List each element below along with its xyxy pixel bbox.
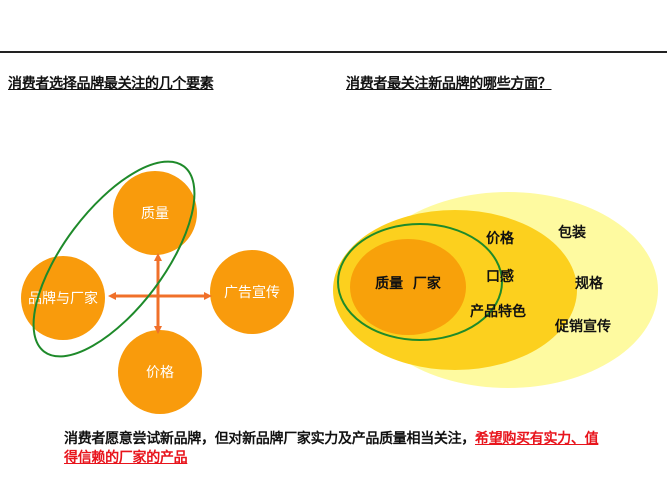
summary-text: 消费者愿意尝试新品牌，但对新品牌厂家实力及产品质量相当关注，希望购买有实力、值得… [64, 430, 604, 468]
highlight-ellipse [32, 160, 196, 358]
inner-ellipse [350, 239, 466, 335]
node-advertising-label: 广告宣传 [224, 285, 280, 301]
highlight-ellipse [337, 223, 503, 341]
outer-item-spec: 规格 [575, 275, 604, 292]
middle-item-price: 价格 [486, 230, 515, 247]
right-concern-diagram: 质量 厂家 价格 口感 产品特色 包装 规格 促销宣传 [333, 192, 658, 388]
outer-item-packaging: 包装 [558, 224, 587, 241]
node-quality [113, 171, 197, 255]
summary-body: 消费者愿意尝试新品牌，但对新品牌厂家实力及产品质量相当关注， [64, 431, 475, 447]
summary-highlight: 希望购买有实力、值得信赖的厂家的产品 [64, 431, 599, 466]
node-quality-label: 质量 [141, 206, 169, 222]
outer-item-promotion: 促销宣传 [554, 318, 611, 335]
middle-item-taste: 口感 [486, 268, 514, 285]
left-factor-diagram: 质量 品牌与厂家 广告宣传 价格 [21, 160, 294, 414]
left-panel-title: 消费者选择品牌最关注的几个要素 [8, 76, 214, 92]
inner-label: 质量 厂家 [375, 275, 442, 292]
node-price [118, 330, 202, 414]
node-brand [21, 256, 105, 340]
node-price-label: 价格 [146, 365, 174, 381]
right-panel-title: 消费者最关注新品牌的哪些方面？ [346, 76, 552, 92]
middle-item-features: 产品特色 [470, 303, 526, 320]
node-advertising [210, 250, 294, 334]
node-brand-label: 品牌与厂家 [28, 290, 98, 307]
top-divider [0, 51, 667, 53]
